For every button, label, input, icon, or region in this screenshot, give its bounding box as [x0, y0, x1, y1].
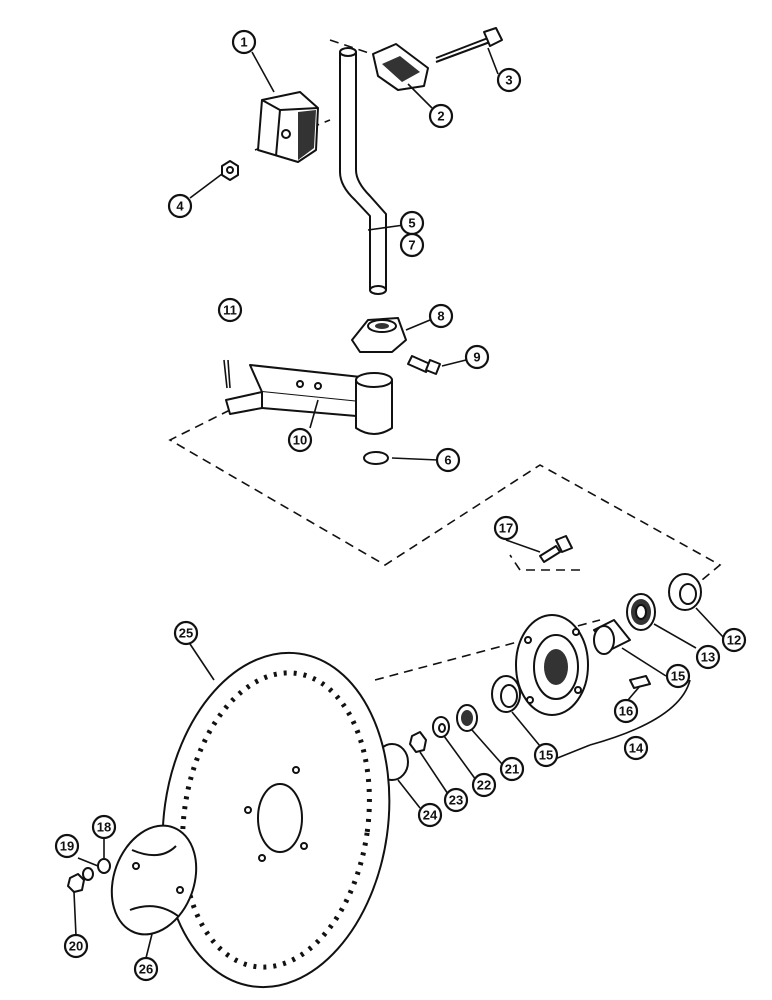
callout-8: 8	[428, 303, 454, 329]
bearing-cup-upper	[593, 619, 631, 655]
clamp-block	[257, 91, 319, 163]
callout-3: 3	[496, 67, 522, 93]
svg-text:11: 11	[223, 303, 237, 318]
svg-text:14: 14	[629, 741, 644, 756]
svg-text:9: 9	[473, 350, 480, 365]
callout-11: 11	[217, 297, 243, 323]
svg-text:17: 17	[499, 521, 513, 536]
callout-13: 13	[695, 644, 721, 670]
svg-text:3: 3	[505, 73, 512, 88]
cotter-pin	[223, 359, 231, 389]
collar	[351, 317, 407, 353]
callout-21: 21	[499, 756, 525, 782]
svg-text:2: 2	[437, 109, 444, 124]
callout-5: 5	[399, 210, 425, 236]
callout-2: 2	[428, 103, 454, 129]
svg-text:20: 20	[69, 939, 83, 954]
arm	[225, 364, 393, 435]
seal	[668, 573, 702, 611]
bearing-cone	[626, 593, 656, 631]
callout-1: 1	[231, 29, 257, 55]
castle-nut	[409, 731, 427, 753]
set-screw	[407, 355, 441, 375]
callout-18: 18	[91, 814, 117, 840]
hub	[515, 614, 589, 716]
svg-text:23: 23	[449, 793, 463, 808]
svg-text:7: 7	[408, 238, 415, 253]
svg-text:22: 22	[477, 778, 491, 793]
svg-text:15: 15	[671, 669, 685, 684]
flange-bolt	[539, 535, 573, 563]
svg-text:5: 5	[408, 216, 415, 231]
callout-7: 7	[399, 232, 425, 258]
small-hardware	[67, 858, 111, 893]
callout-4: 4	[167, 193, 193, 219]
bracket	[372, 43, 429, 91]
svg-text:13: 13	[701, 650, 715, 665]
svg-text:25: 25	[179, 626, 193, 641]
bent-shaft	[339, 47, 387, 295]
svg-text:18: 18	[97, 820, 111, 835]
svg-text:4: 4	[176, 199, 184, 214]
svg-text:24: 24	[423, 808, 438, 823]
grease-fitting	[629, 675, 651, 689]
svg-text:1: 1	[240, 35, 247, 50]
svg-text:26: 26	[139, 962, 153, 977]
callout-15-upper: 15	[665, 663, 691, 689]
callout-24: 24	[417, 802, 443, 828]
callout-22: 22	[471, 772, 497, 798]
svg-text:15: 15	[539, 748, 553, 763]
callout-23: 23	[443, 787, 469, 813]
disc-blade	[161, 651, 391, 989]
snap-ring	[363, 451, 389, 465]
svg-text:19: 19	[60, 839, 74, 854]
bearing-cone-outer	[456, 704, 478, 732]
callout-16: 16	[613, 698, 639, 724]
washer	[432, 716, 450, 738]
clamp-plate	[110, 824, 198, 936]
callout-10: 10	[287, 427, 313, 453]
callout-25: 25	[173, 620, 199, 646]
svg-text:21: 21	[505, 762, 519, 777]
leader-lines	[73, 47, 725, 959]
callout-6: 6	[435, 447, 461, 473]
callout-20: 20	[63, 933, 89, 959]
callout-17: 17	[493, 515, 519, 541]
callout-19: 19	[54, 833, 80, 859]
svg-text:16: 16	[619, 704, 633, 719]
svg-text:6: 6	[444, 453, 451, 468]
callout-26: 26	[133, 956, 159, 982]
svg-text:8: 8	[437, 309, 444, 324]
svg-text:12: 12	[727, 633, 741, 648]
svg-text:10: 10	[293, 433, 307, 448]
callout-14: 14	[623, 735, 649, 761]
callout-12: 12	[721, 627, 747, 653]
callout-9: 9	[464, 344, 490, 370]
nut	[221, 160, 239, 181]
bearing-cup-lower	[491, 675, 521, 713]
callout-15-lower: 15	[533, 742, 559, 768]
bolt	[435, 27, 503, 63]
